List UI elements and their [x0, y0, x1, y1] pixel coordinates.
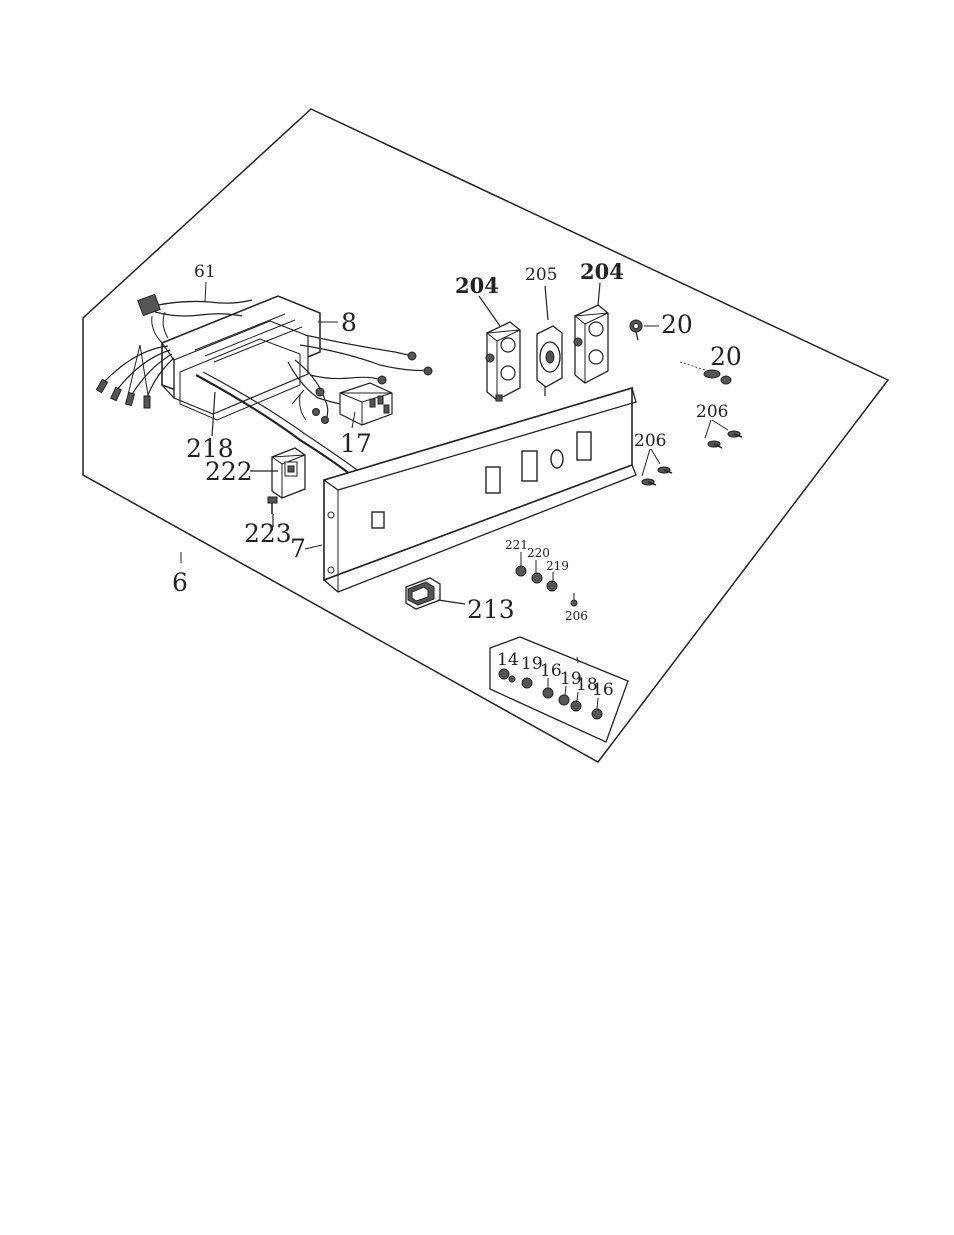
label-222: 222: [205, 457, 253, 486]
label-220: 220: [527, 546, 550, 560]
label-16-left: 16: [540, 661, 562, 681]
rocker-switch: [406, 578, 440, 609]
label-204-left: 204: [455, 273, 499, 298]
label-6: 6: [172, 568, 188, 597]
label-205: 205: [525, 265, 557, 285]
circuit-breaker: [272, 448, 305, 498]
label-20-lower: 20: [710, 342, 742, 371]
label-206-middle: 206: [634, 431, 666, 451]
label-16-right: 16: [592, 680, 614, 700]
label-221: 221: [505, 538, 528, 552]
fastener-20-upper: [630, 320, 642, 340]
label-61: 61: [194, 262, 216, 282]
label-204-right: 204: [580, 259, 624, 284]
label-7: 7: [290, 534, 306, 563]
label-219: 219: [546, 559, 569, 573]
screws-206-right: [705, 420, 742, 448]
receptacle-205-center: [537, 326, 562, 396]
receptacle-204-left: [486, 322, 520, 401]
label-20-upper: 20: [661, 310, 693, 339]
label-213: 213: [467, 595, 515, 624]
screw-223: [268, 497, 277, 514]
terminal-block: [340, 383, 392, 425]
label-14: 14: [497, 650, 519, 670]
label-206-right: 206: [696, 402, 728, 422]
label-223: 223: [244, 519, 292, 548]
receptacle-204-right: [574, 305, 608, 383]
label-8: 8: [341, 308, 357, 337]
screws-206-middle: [642, 449, 672, 485]
label-17: 17: [340, 429, 372, 458]
label-206-bottom: 206: [565, 609, 588, 623]
